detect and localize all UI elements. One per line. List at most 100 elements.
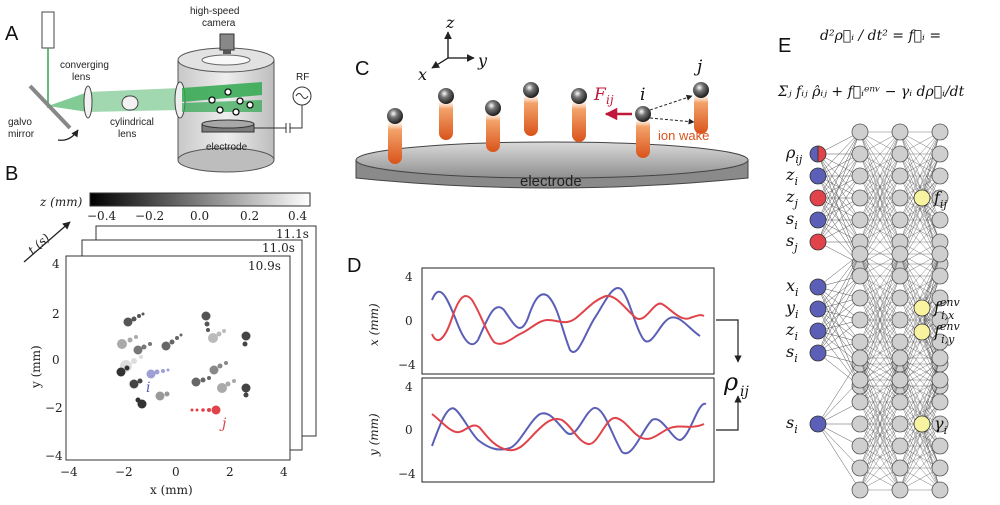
net2-hidden-node-0-3 <box>851 311 869 329</box>
frame-time-2: 10.9s <box>248 259 281 273</box>
galvo-mirror-label-1: galvo <box>8 117 32 128</box>
rho-label-sub: ij <box>740 384 749 400</box>
net3-edge-h0-4-0 <box>859 357 901 447</box>
net1-hidden-node-2-3 <box>931 189 949 207</box>
rf-wire <box>254 105 303 133</box>
camera-body <box>219 33 235 51</box>
net2-hidden-node-0-2 <box>851 289 869 307</box>
net1-edge-in-1-0 <box>817 131 861 177</box>
bottom-ytick-2: −4 <box>398 467 416 481</box>
net2-input-node-0 <box>809 278 827 296</box>
force-label: F <box>593 85 607 105</box>
colorbar-label: z (mm) <box>39 195 83 209</box>
time-axis-label: t (s) <box>25 231 53 258</box>
particle-trails <box>116 311 251 415</box>
net1-output-label-0: fij <box>933 188 947 211</box>
net2-hidden-node-2-0 <box>931 245 949 263</box>
net2-input-label-1: yi <box>785 298 799 321</box>
axis-x-arrow <box>431 57 449 69</box>
ylabel: y (mm) <box>29 345 43 389</box>
net1-input-node-2 <box>809 189 827 207</box>
net1-input-label-3: si <box>786 209 798 232</box>
ylabel-bottom: y (mm) <box>367 413 381 457</box>
net2-edge-out-1-1 <box>921 275 941 333</box>
frame-time-1: 11.0s <box>262 241 295 255</box>
net2-edge-h1-2-0 <box>899 253 941 299</box>
net3-hidden-node-2-3 <box>931 415 949 433</box>
net1-hidden-node-0-0 <box>851 123 869 141</box>
net2-output-node-1 <box>913 323 931 341</box>
axis-x-label: x <box>418 65 427 84</box>
net2-edge-h0-4-0 <box>859 253 901 343</box>
connector-bottom <box>716 395 742 431</box>
panel-a-label: A <box>5 23 19 45</box>
panel-e: E d²ρ⃗ᵢ / dt² = f⃗ᵢ = Σⱼ fᵢⱼ ρ̂ᵢⱼ + f⃗ᵢᵉ… <box>777 28 965 100</box>
net2-hidden-node-0-1 <box>851 267 869 285</box>
net2-edge-in-1-0 <box>817 253 861 310</box>
net2-input-node-3 <box>809 344 827 362</box>
net2-hidden-node-1-0 <box>891 245 909 263</box>
net2-edge-in-3-0 <box>817 253 861 354</box>
net3-edge-h0-6-3 <box>859 423 901 491</box>
net3-hidden-node-1-1 <box>891 371 909 389</box>
net3-hidden-node-2-6 <box>931 481 949 499</box>
panel-c-label: C <box>355 58 369 80</box>
net3-input-node-0 <box>809 415 827 433</box>
time-axis-arrow <box>23 221 71 263</box>
net1-edge-out-0-0 <box>921 131 941 199</box>
net1-input-label-1: zi <box>785 165 798 188</box>
equation-line-1: d²ρ⃗ᵢ / dt² = f⃗ᵢ = <box>820 28 941 44</box>
net1-hidden-node-2-1 <box>931 145 949 163</box>
net3-hidden-node-0-5 <box>851 459 869 477</box>
net1-input-label-0: ρij <box>785 143 803 166</box>
ytick-3: −2 <box>45 401 63 415</box>
net3-edge-h0-2-0 <box>859 357 901 403</box>
net2-input-label-0: xi <box>786 276 799 299</box>
net3-edge-h1-3-0 <box>899 357 941 425</box>
net1-hidden-node-2-2 <box>931 167 949 185</box>
net3-edge-h1-6-2 <box>899 401 941 491</box>
converging-lens-label-1: converging <box>60 60 109 71</box>
particle-i-label-c: i <box>640 85 645 105</box>
top-ytick-0: 4 <box>405 270 413 284</box>
net3-edge-in-0-0 <box>817 357 861 425</box>
net1-edge-in-4-2 <box>817 175 861 243</box>
net1-edge-h0-3-0 <box>859 131 901 199</box>
net2-edge-out-1-0 <box>921 253 941 333</box>
net3-edge-h0-3-0 <box>859 357 901 425</box>
net1-input-node-0-right <box>817 145 827 163</box>
net1-hidden-node-0-3 <box>851 189 869 207</box>
rho-label: ρ <box>723 368 738 396</box>
net3-hidden-node-0-1 <box>851 371 869 389</box>
net3-edge-h0-6-2 <box>859 401 901 491</box>
net1-hidden-node-2-0 <box>931 123 949 141</box>
net2-hidden-node-2-1 <box>931 267 949 285</box>
particle-i-label: i <box>146 380 150 396</box>
frame-front-yticks: 4 2 0 −2 −4 <box>45 257 63 463</box>
net2-edge-h1-4-0 <box>899 253 941 343</box>
panel-e-label: E <box>778 35 791 57</box>
net3-hidden-node-0-6 <box>851 481 869 499</box>
net3-hidden-node-1-5 <box>891 459 909 477</box>
net3-hidden-node-2-0 <box>931 349 949 367</box>
net1-edge-in-4-1 <box>817 153 861 243</box>
xtick-2: 0 <box>172 465 180 479</box>
net2-edge-h1-3-0 <box>899 253 941 321</box>
net2-output-node-0 <box>913 299 931 317</box>
net3-hidden-node-1-2 <box>891 393 909 411</box>
top-ytick-1: 0 <box>405 314 413 328</box>
net1-hidden-node-1-3 <box>891 189 909 207</box>
net2-input-label-2: zi <box>785 320 798 343</box>
ytick-2: 0 <box>52 353 60 367</box>
ytick-1: 2 <box>52 307 60 321</box>
net3-edge-in-0-6 <box>817 423 861 491</box>
net3-hidden-node-2-1 <box>931 371 949 389</box>
net3-edge-in-0-5 <box>817 423 861 469</box>
dashed-arrow-to-j <box>649 94 693 111</box>
laser-source <box>41 11 55 49</box>
net3-hidden-node-0-4 <box>851 437 869 455</box>
top-ytick-2: −4 <box>398 358 416 372</box>
